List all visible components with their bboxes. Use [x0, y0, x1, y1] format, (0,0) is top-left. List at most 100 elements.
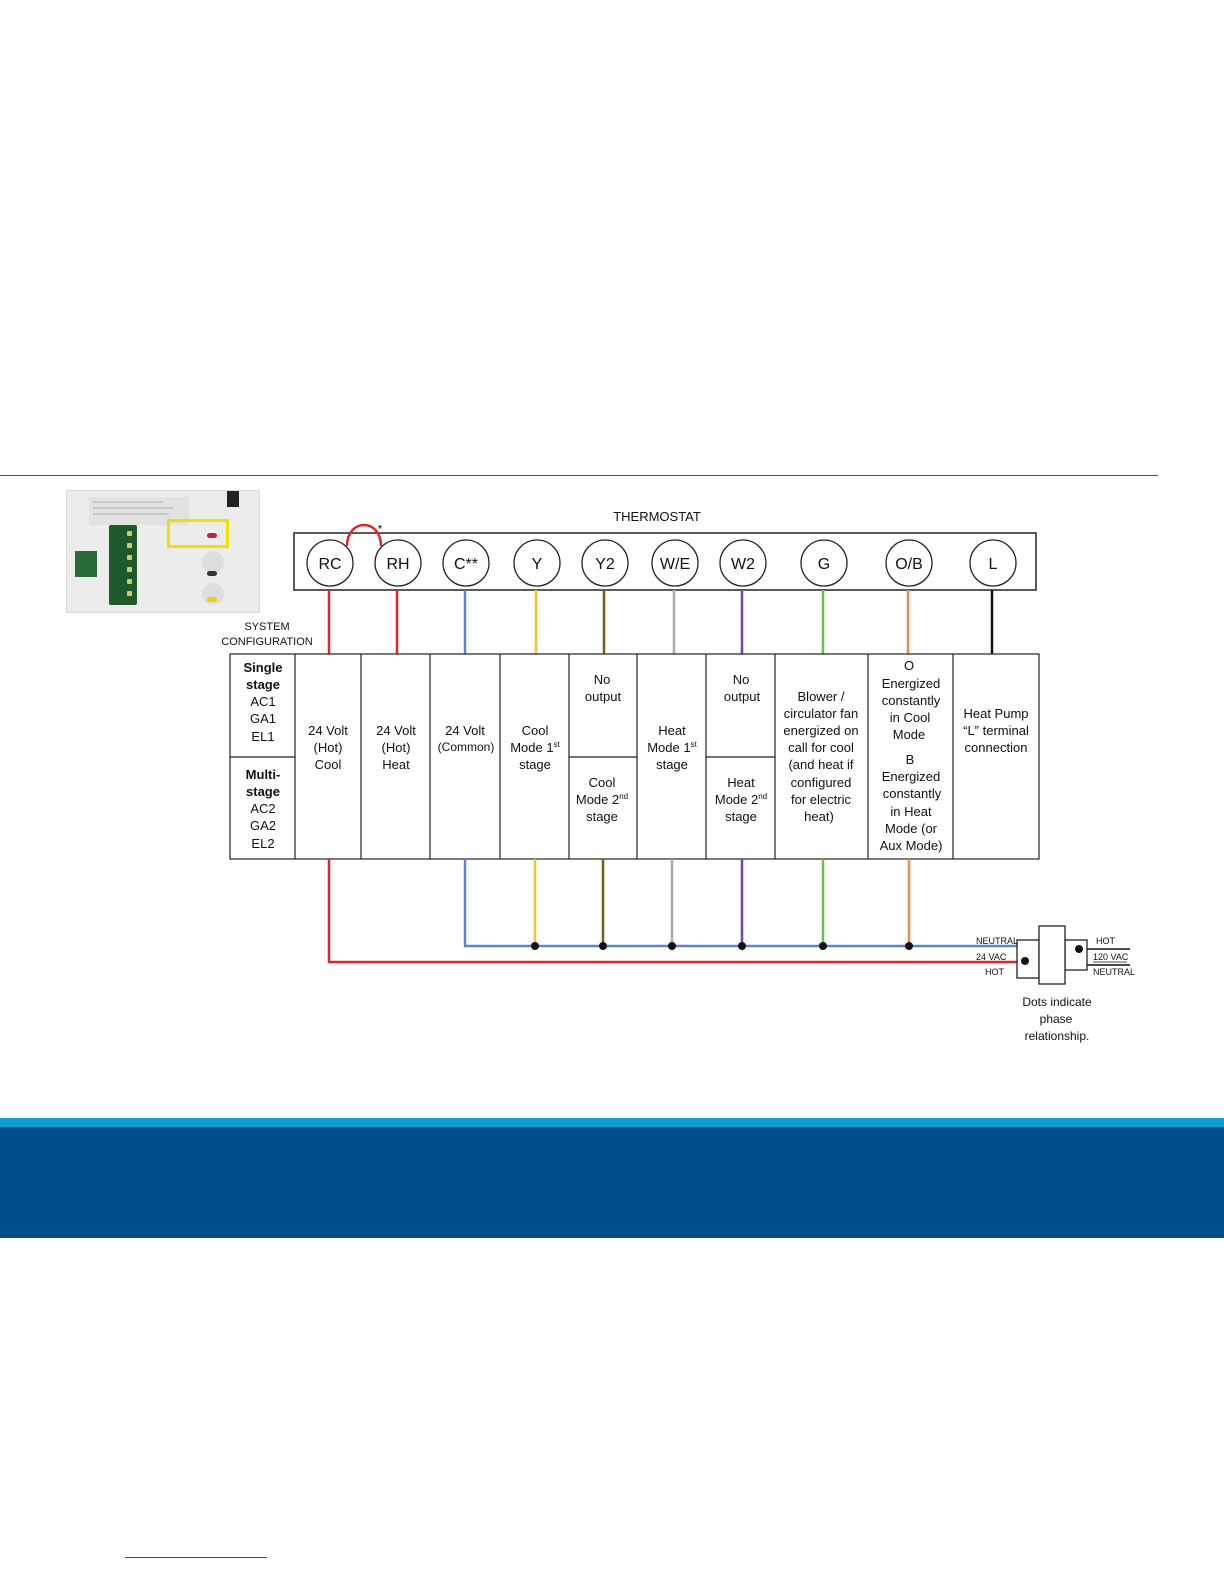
system-config-label-line1: SYSTEM — [244, 621, 289, 633]
svg-text:24 Volt: 24 Volt — [376, 723, 416, 738]
svg-text:(Hot): (Hot) — [382, 740, 411, 755]
svg-text:phase: phase — [1040, 1012, 1073, 1026]
terminal-label-g: G — [818, 556, 830, 573]
svg-text:Energized: Energized — [882, 676, 941, 691]
desc-y2-bottom: Cool Mode 2nd stage — [576, 775, 628, 824]
wire-hot-24vac — [327, 859, 1017, 964]
photo-jumper-highlight — [167, 519, 229, 548]
terminal-label-ob: O/B — [895, 556, 923, 573]
svg-text:stage: stage — [725, 809, 757, 824]
footer-band — [0, 1127, 1224, 1238]
svg-text:stage: stage — [519, 757, 551, 772]
svg-text:Aux Mode): Aux Mode) — [880, 838, 943, 853]
svg-text:O: O — [904, 658, 914, 673]
terminal-circle-c — [442, 539, 490, 587]
terminal-circle-l — [969, 539, 1017, 587]
svg-text:output: output — [585, 689, 622, 704]
svg-text:Energized: Energized — [882, 769, 941, 784]
svg-text:Cool: Cool — [522, 723, 549, 738]
svg-text:(and heat if: (and heat if — [788, 757, 853, 772]
thermostat-title: THERMOSTAT — [613, 509, 701, 524]
junction-dot — [599, 942, 607, 950]
svg-text:stage: stage — [656, 757, 688, 772]
terminal-label-l: L — [989, 556, 998, 573]
config-single-line5: EL1 — [251, 729, 274, 744]
svg-text:24 Volt: 24 Volt — [308, 723, 348, 738]
config-single-text: Single stage AC1 GA1 EL1 — [243, 660, 282, 744]
svg-text:energized on: energized on — [783, 723, 858, 738]
desc-y2-top: No output — [585, 672, 622, 704]
svg-text:24 Volt: 24 Volt — [445, 723, 485, 738]
config-single-line3: AC1 — [250, 694, 275, 709]
junction-dot — [668, 942, 676, 950]
svg-text:for electric: for electric — [791, 792, 851, 807]
svg-text:Heat: Heat — [727, 775, 755, 790]
svg-text:relationship.: relationship. — [1025, 1029, 1090, 1043]
svg-text:Mode 1st: Mode 1st — [647, 740, 697, 755]
terminal-label-c: C** — [454, 556, 478, 573]
junction-dot — [905, 942, 913, 950]
svg-text:No: No — [594, 672, 611, 687]
terminal-circle-w2 — [719, 539, 767, 587]
svg-text:connection: connection — [965, 740, 1028, 755]
jumper-asterisk: * — [378, 522, 383, 536]
svg-text:(Common): (Common) — [438, 740, 495, 754]
thermostat-board-photo — [66, 490, 260, 613]
bottom-link-underline — [125, 1557, 267, 1558]
junction-dot — [531, 942, 539, 950]
svg-text:configured: configured — [791, 775, 852, 790]
footer-accent-band — [0, 1118, 1224, 1127]
config-single-line1: Single — [243, 660, 282, 675]
svg-text:Heat: Heat — [658, 723, 686, 738]
terminal-label-y: Y — [532, 556, 543, 573]
upper-wires — [327, 590, 994, 654]
config-table — [229, 653, 1040, 860]
svg-text:output: output — [724, 689, 761, 704]
svg-text:constantly: constantly — [883, 786, 942, 801]
svg-text:call for cool: call for cool — [788, 740, 854, 755]
svg-text:Heat: Heat — [382, 757, 410, 772]
svg-text:Mode 2nd: Mode 2nd — [715, 792, 767, 807]
config-multi-text: Multi- stage AC2 GA2 EL2 — [246, 767, 281, 851]
terminal-circle-rh — [374, 539, 422, 587]
system-config-label-line2: CONFIGURATION — [221, 636, 313, 648]
svg-text:Cool: Cool — [589, 775, 616, 790]
label-hot-right: HOT — [1096, 936, 1116, 946]
svg-text:Mode (or: Mode (or — [885, 821, 938, 836]
terminal-circle-we — [651, 539, 699, 587]
svg-text:heat): heat) — [804, 809, 834, 824]
desc-y: Cool Mode 1st stage — [510, 723, 560, 772]
desc-we: Heat Mode 1st stage — [647, 723, 697, 772]
photo-circuit-board — [109, 525, 137, 605]
desc-l: Heat Pump “L” terminal connection — [963, 706, 1029, 755]
svg-text:Cool: Cool — [315, 757, 342, 772]
photo-red-jumper — [207, 533, 217, 538]
config-single-line2: stage — [246, 677, 280, 692]
terminal-label-we: W/E — [660, 556, 690, 573]
svg-text:“L” terminal: “L” terminal — [963, 723, 1029, 738]
svg-text:Mode 1st: Mode 1st — [510, 740, 560, 755]
desc-rh: 24 Volt (Hot) Heat — [376, 723, 416, 772]
transformer-dot-left — [1021, 957, 1029, 965]
terminal-label-rc: RC — [318, 556, 341, 573]
config-multi-line5: EL2 — [251, 836, 274, 851]
svg-text:in Cool: in Cool — [890, 710, 931, 725]
config-multi-line2: stage — [246, 784, 280, 799]
desc-w2-top: No output — [724, 672, 761, 704]
terminal-circle-y2 — [581, 539, 629, 587]
junction-dot — [738, 942, 746, 950]
svg-text:Heat Pump: Heat Pump — [963, 706, 1028, 721]
desc-ob: O Energized constantly in Cool Mode B En… — [880, 658, 943, 853]
desc-g: Blower / circulator fan energized on cal… — [783, 689, 858, 824]
desc-w2-bottom: Heat Mode 2nd stage — [715, 775, 767, 824]
junction-dot — [819, 942, 827, 950]
svg-text:(Hot): (Hot) — [314, 740, 343, 755]
lower-wiring — [327, 859, 1017, 964]
terminal-circle-y — [513, 539, 561, 587]
terminal-circle-g — [800, 539, 848, 587]
config-multi-line3: AC2 — [250, 801, 275, 816]
label-120vac: 120 VAC — [1093, 952, 1129, 962]
label-neutral-right: NEUTRAL — [1093, 967, 1135, 977]
